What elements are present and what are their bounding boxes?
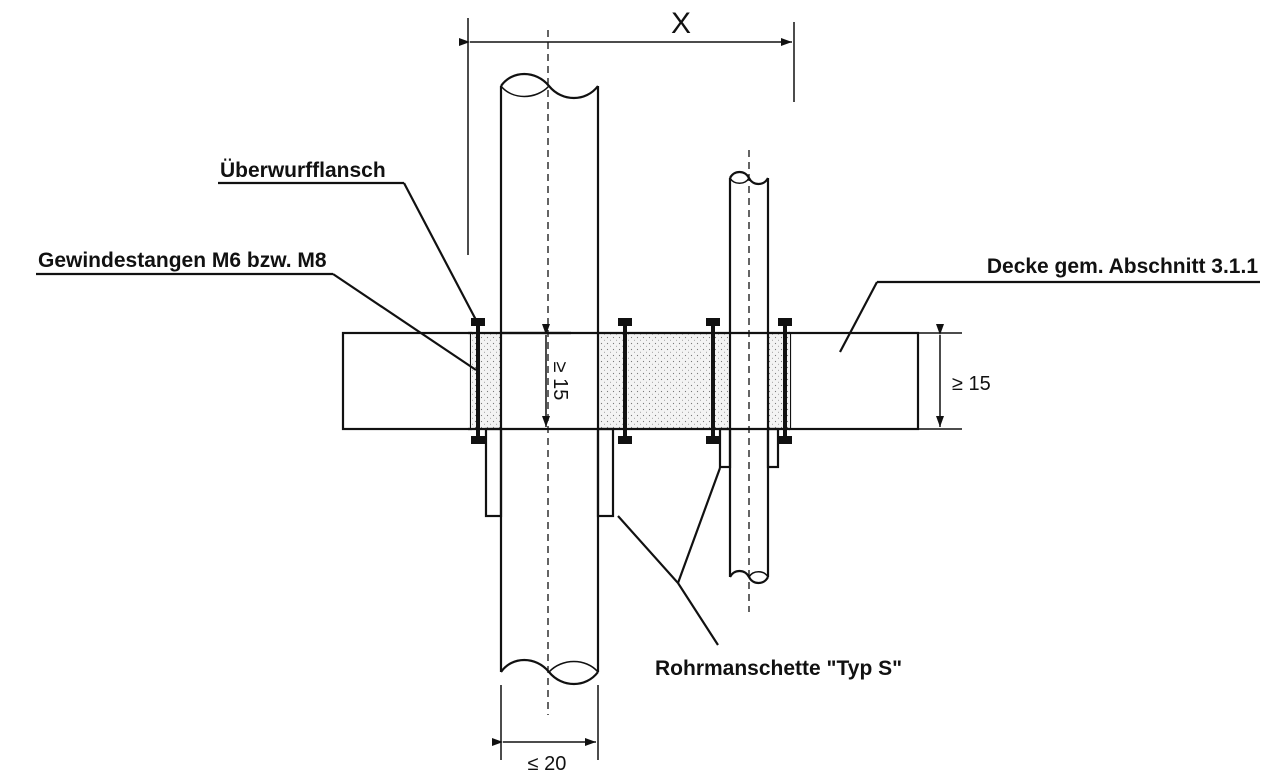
pipe-collars: [484, 427, 780, 518]
collar-small-left: [718, 427, 732, 469]
dim-inner-text: ≥ 15: [549, 362, 571, 401]
large-pipe-top-break-inner: [500, 85, 550, 98]
rod-4-top-nut: [778, 318, 792, 326]
dim-outer-text: ≥ 15: [952, 373, 991, 395]
rod-4-bottom-nut: [778, 436, 792, 444]
rod-2-bottom-nut: [618, 436, 632, 444]
rod-1-bottom-nut: [471, 436, 485, 444]
large-pipe-bottom-break-inner: [548, 660, 599, 673]
small-pipe-top-break-inner: [729, 177, 750, 184]
leader-flange: [403, 182, 477, 321]
rod-3-bottom-nut: [706, 436, 720, 444]
dimension-thickness-inner: ≥ 15: [542, 324, 571, 427]
collar-small-right: [766, 427, 780, 469]
leader-collar-small: [676, 467, 722, 584]
label-threaded-rods: Gewindestangen M6 bzw. M8: [38, 249, 327, 272]
leader-collar-large: [617, 515, 719, 646]
dimension-thickness-outer: ≥ 15: [936, 324, 991, 427]
slab-left-part: [341, 331, 473, 431]
collar-large-right: [596, 427, 615, 518]
dim-x-text: X: [671, 7, 691, 40]
label-ceiling: Decke gem. Abschnitt 3.1.1: [987, 255, 1258, 278]
leader-lines: [36, 181, 1260, 646]
label-collar: Rohrmanschette "Typ S": [655, 657, 902, 680]
threaded-rods: [471, 318, 792, 444]
rod-3-top-nut: [706, 318, 720, 326]
small-pipe-bottom-break-inner: [748, 571, 769, 578]
leader-ceiling: [839, 281, 878, 353]
large-pipe-top-break: [500, 73, 599, 99]
filling-left: [471, 333, 501, 429]
large-pipe: [499, 30, 600, 715]
dimension-pipe-diameter: ≤ 20: [492, 685, 599, 775]
dim-dia-text: ≤ 20: [528, 753, 567, 775]
dimension-x: X: [459, 7, 795, 255]
filling-middle: [598, 333, 728, 429]
small-pipe: [728, 150, 770, 612]
slab-right-part: [788, 331, 920, 431]
labels: Überwurfflansch Gewindestangen M6 bzw. M…: [38, 159, 1258, 680]
rod-2-top-nut: [618, 318, 632, 326]
rod-1-top-nut: [471, 318, 485, 326]
label-flange: Überwurfflansch: [220, 159, 386, 182]
sealing-compound: [468, 331, 790, 431]
collar-large-left: [484, 427, 503, 518]
leader-rods: [332, 273, 477, 371]
